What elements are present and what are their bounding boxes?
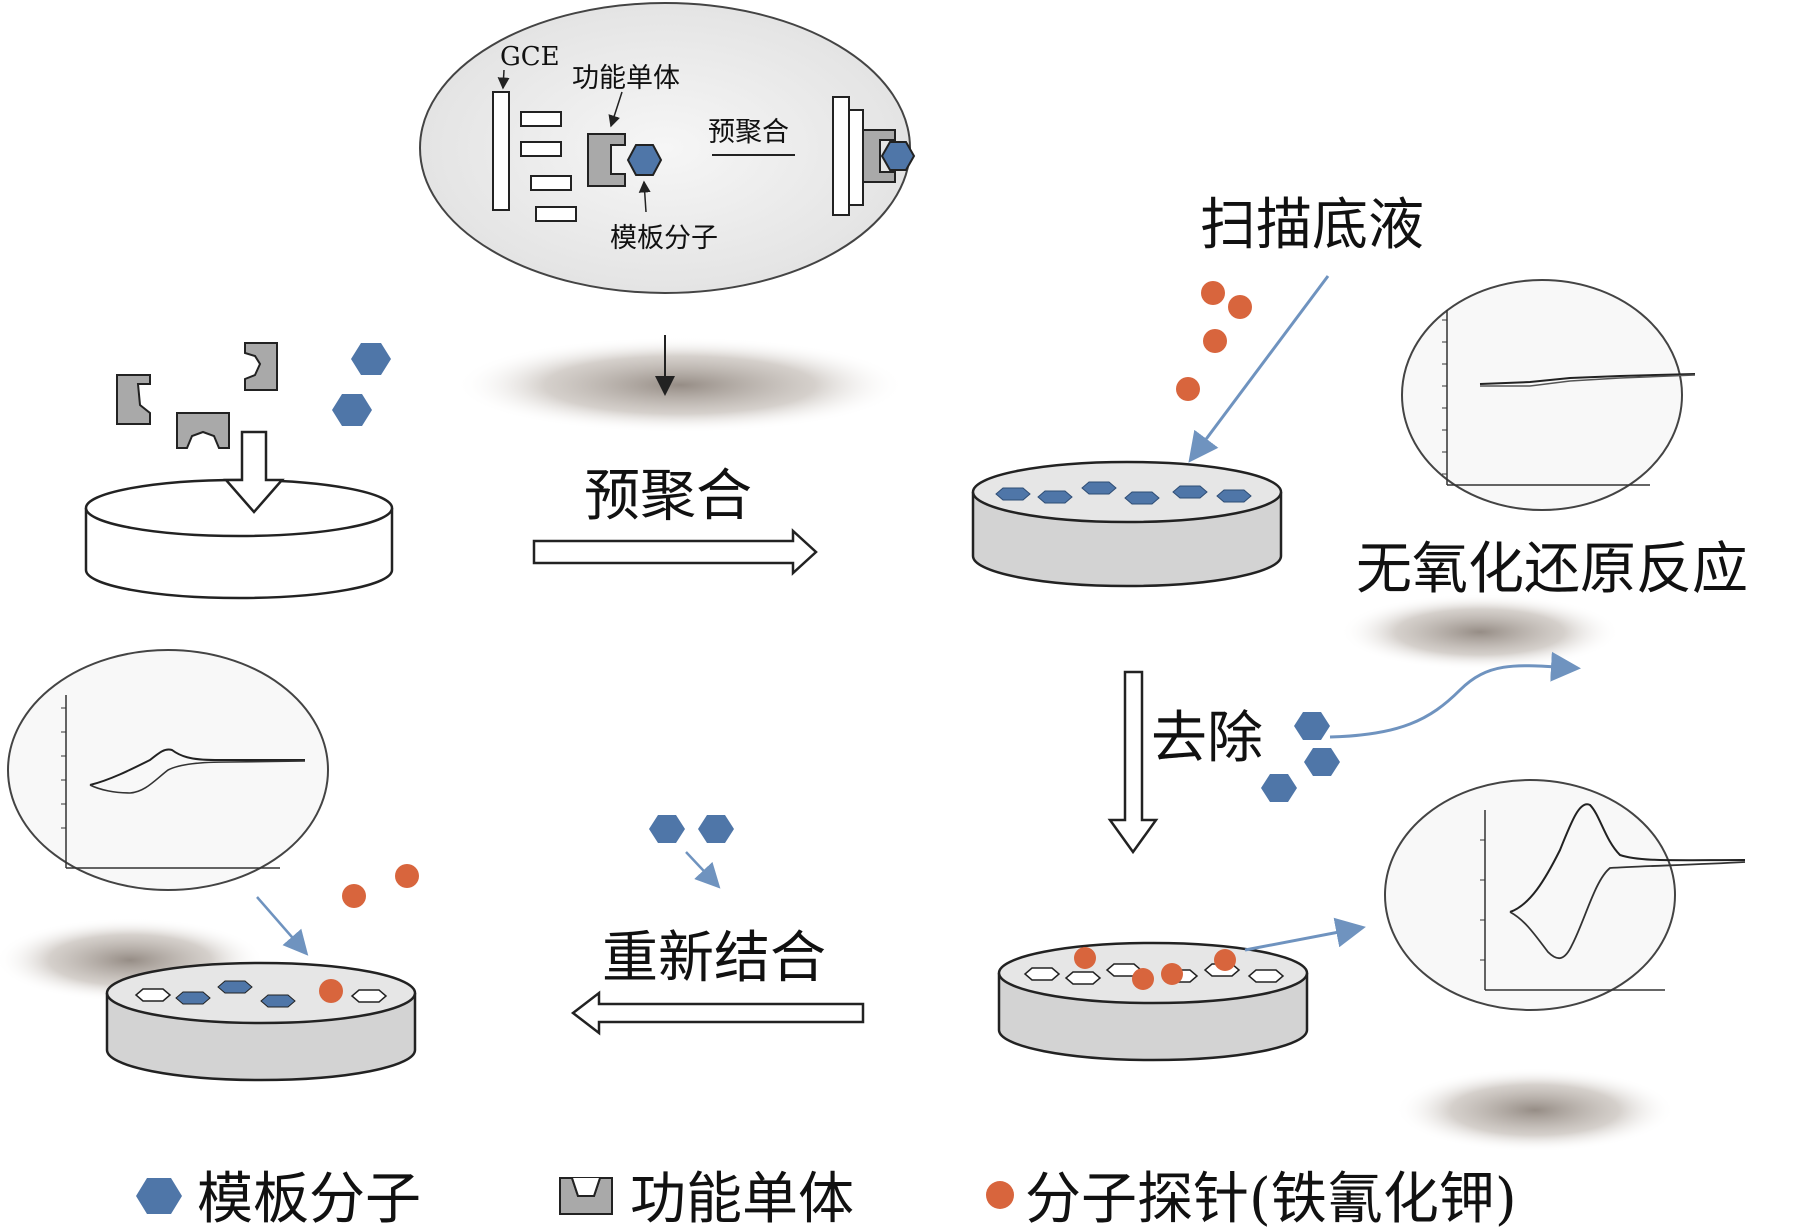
- rebind-templates: [649, 815, 734, 843]
- probe-dots: [1176, 281, 1252, 401]
- removed-templates: [1261, 712, 1340, 802]
- step-scan-label: 扫描底液: [1200, 193, 1424, 258]
- inset-oval: GCE 功能单体 模板分子 预聚合: [419, 2, 916, 294]
- monomer-icon: [176, 412, 230, 449]
- step-remove-label: 去除: [1151, 706, 1263, 771]
- inset-monomer-label: 功能单体: [572, 63, 680, 94]
- shadow: [1395, 1068, 1675, 1152]
- cv-inset-redox: [1384, 779, 1746, 1011]
- monomer-icon: [116, 374, 151, 425]
- monomer-icon: [244, 342, 278, 391]
- cv-inset-flat: [1401, 279, 1696, 511]
- legend-template-icon: [136, 1178, 182, 1214]
- step-prepoly-label: 预聚合: [584, 464, 752, 529]
- shadow: [455, 337, 905, 433]
- inset-gce-label: GCE: [500, 42, 560, 72]
- blue-curve-arrow: [1329, 651, 1581, 739]
- stage4-electrode: [105, 961, 417, 1082]
- blue-arrow: [256, 896, 309, 956]
- inset-prepoly-label: 预聚合: [708, 117, 789, 148]
- blue-arrow: [1188, 275, 1330, 463]
- shadow: [1340, 594, 1620, 670]
- template-icon: [332, 394, 372, 426]
- step-noredox-label: 无氧化还原反应: [1356, 537, 1748, 602]
- legend: 模板分子 功能单体 分子探针(铁氰化钾): [136, 1167, 1517, 1230]
- cv-inset-small: [7, 649, 329, 891]
- legend-probe-icon: [986, 1181, 1014, 1209]
- blue-arrow: [1244, 917, 1366, 952]
- hollow-down-arrow: [223, 430, 285, 514]
- blue-arrow: [685, 851, 721, 889]
- hollow-left-arrow: [570, 990, 865, 1036]
- gce-electrode: [492, 91, 510, 211]
- step-rebind-label: 重新结合: [602, 926, 826, 991]
- hollow-down-arrow: [1107, 670, 1159, 855]
- template-icon: [351, 343, 391, 375]
- probe-dots: [342, 864, 419, 908]
- inset-template-icon: [626, 144, 663, 176]
- inset-monomer-icon: [587, 133, 626, 187]
- stage3-electrode: [997, 941, 1309, 1062]
- legend-probe-label: 分子探针(铁氰化钾): [1025, 1167, 1517, 1230]
- stage1-electrode: [84, 430, 394, 600]
- stage2-electrode: [971, 460, 1283, 588]
- inset-template-label: 模板分子: [610, 223, 718, 254]
- legend-monomer-label: 功能单体: [630, 1167, 854, 1230]
- legend-template-label: 模板分子: [197, 1167, 421, 1230]
- hollow-right-arrow: [532, 528, 818, 576]
